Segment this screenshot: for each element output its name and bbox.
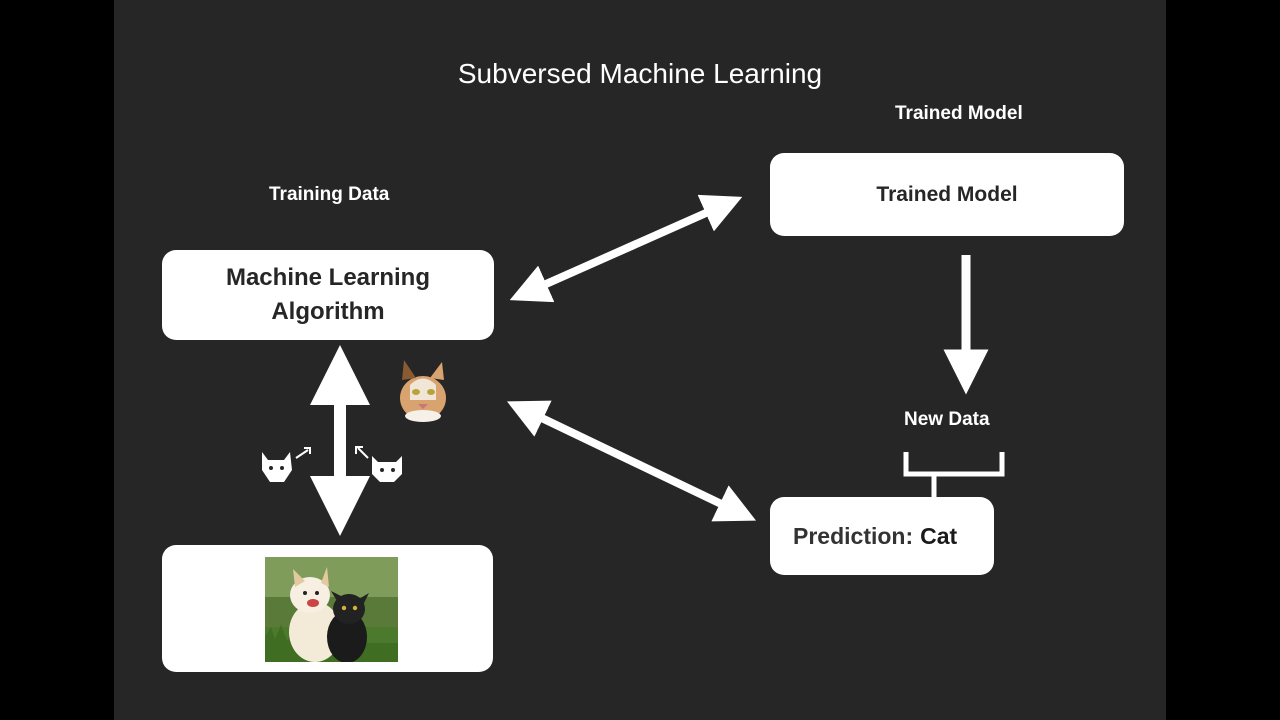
dog-icon <box>262 447 311 482</box>
label-new-data: New Data <box>904 409 990 430</box>
dog-and-cat-photo <box>265 557 398 662</box>
machine-learning-algorithm-box: Machine Learning Algorithm <box>162 250 494 340</box>
prediction-box: Prediction: Cat <box>770 497 994 575</box>
prediction-value: Cat <box>920 522 958 549</box>
trained-model-label: Trained Model <box>876 182 1018 206</box>
arrow-cat-prediction <box>506 400 757 522</box>
bracket-icon <box>903 452 1005 497</box>
label-training-data: Training Data <box>269 184 390 205</box>
arrow-algorithm-trained-model <box>509 194 743 303</box>
training-image-box <box>162 545 493 672</box>
cat-photo-icon <box>396 360 450 422</box>
dog-icon <box>355 446 402 482</box>
trained-model-box: Trained Model <box>770 153 1124 236</box>
prediction-prefix: Prediction: <box>793 522 914 549</box>
label-trained-model: Trained Model <box>895 103 1023 124</box>
algorithm-label-line1: Machine Learning <box>225 264 431 291</box>
diagram-title: Subversed Machine Learning <box>457 58 823 89</box>
algorithm-label-line2: Algorithm <box>271 298 385 325</box>
